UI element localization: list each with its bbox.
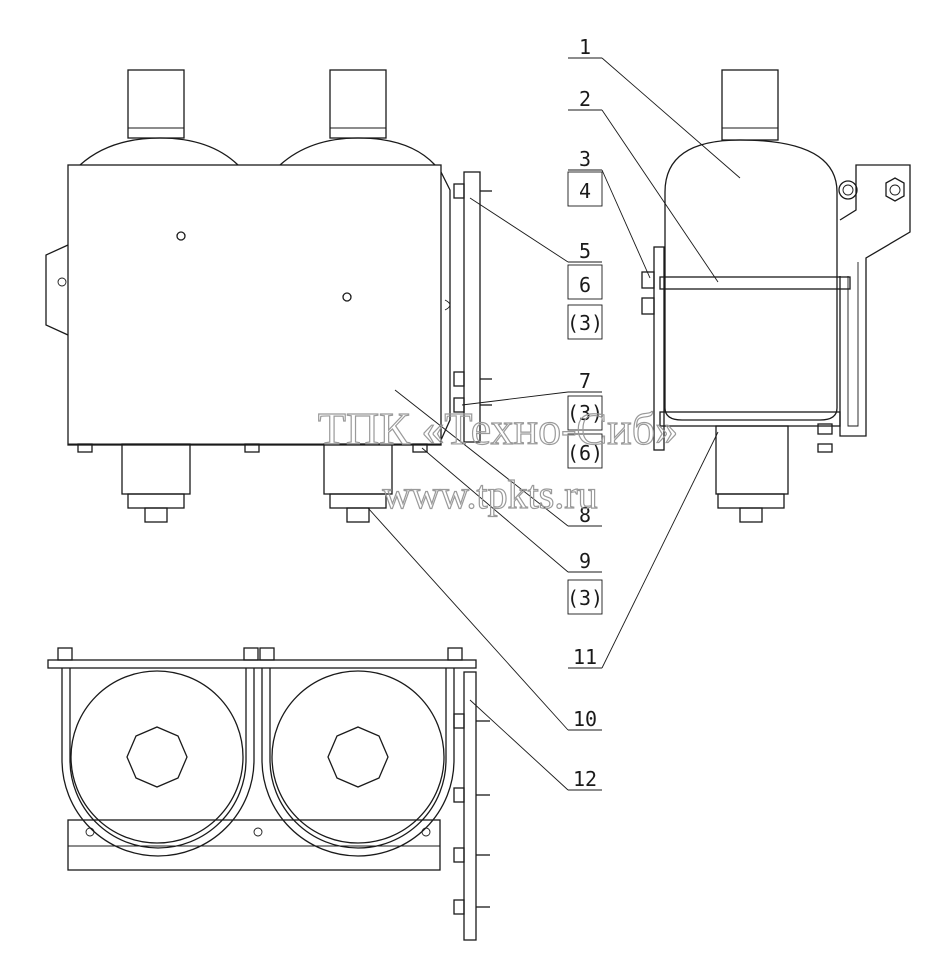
filter-disc-left: [70, 670, 244, 844]
callout-6: 6: [579, 273, 591, 297]
watermark: ТПК «Техно-Сиб» www.tpkts.ru: [317, 402, 678, 517]
callout-4: 4: [579, 179, 591, 203]
leader-lines: [367, 57, 741, 791]
callout-2: 2: [579, 87, 591, 111]
filter-body: [67, 164, 442, 446]
callout-7-qty: (3): [567, 401, 603, 425]
callout-1: 1: [579, 35, 591, 59]
callout-12: 12: [573, 767, 597, 791]
bracket-plate: [463, 171, 481, 443]
callout-labels: 1 2 3 4 5 6 (3) 7 (3) (6) 8 9 (3) 11 10 …: [567, 35, 603, 791]
side-view: [641, 69, 911, 523]
callout-3: 3: [579, 147, 591, 171]
watermark-company: ТПК «Техно-Сиб»: [318, 403, 678, 454]
callout-11: 11: [573, 645, 597, 669]
filter-disc-right: [271, 670, 445, 844]
callout-7-ref: (6): [567, 441, 603, 465]
filter-body-side: [664, 139, 838, 421]
callout-9-qty: (3): [567, 586, 603, 610]
top-view: [47, 647, 490, 941]
callout-10: 10: [573, 707, 597, 731]
callout-9: 9: [579, 549, 591, 573]
callout-5-qty: (3): [567, 311, 603, 335]
watermark-url: www.tpkts.ru: [382, 472, 597, 517]
callout-7: 7: [579, 369, 591, 393]
callout-5: 5: [579, 239, 591, 263]
callout-8: 8: [579, 503, 591, 527]
front-view: [45, 69, 492, 523]
